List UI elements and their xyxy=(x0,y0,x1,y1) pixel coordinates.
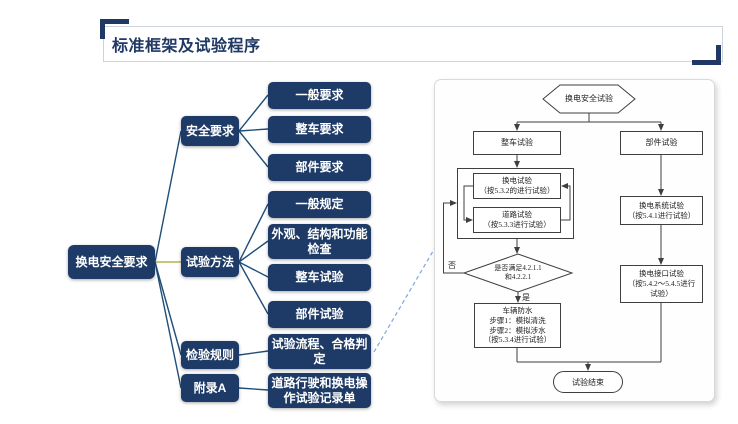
flow-box-component-test: 部件试验 xyxy=(620,131,703,155)
flow-decision-label: 是否满足4.2.1.1 和4.2.2.1 xyxy=(494,263,542,281)
section-title: 标准框架及试验程序 xyxy=(112,38,261,55)
flowchart-panel xyxy=(434,79,715,402)
dashed-connector xyxy=(373,245,437,353)
flow-label-yes: 是 xyxy=(522,293,530,302)
corner-bracket-bottom-right-icon xyxy=(692,45,721,65)
leaf-node-vehicle-requirements: 整车要求 xyxy=(268,116,371,143)
branch-node-appendix-a: 附录A xyxy=(181,374,239,402)
flow-end-oval: 试验结束 xyxy=(553,371,623,393)
leaf-node-vehicle-test: 整车试验 xyxy=(268,264,371,291)
flow-box-swap-system-test: 换电系统试验 （按5.4.1进行试验） xyxy=(620,196,703,225)
branch-node-safety-requirements: 安全要求 xyxy=(181,116,239,146)
leaf-node-record-sheet: 道路行驶和换电操作试验记录单 xyxy=(268,373,371,408)
branch-node-test-methods: 试验方法 xyxy=(181,247,239,277)
root-node: 换电安全要求 xyxy=(68,245,155,279)
flow-label-no: 否 xyxy=(448,261,456,270)
flow-box-vehicle-test: 整车试验 xyxy=(473,131,561,155)
leaf-node-test-flow-pass-criteria: 试验流程、合格判定 xyxy=(268,334,371,369)
branch-node-inspection-rules: 检验规则 xyxy=(181,341,239,369)
leaf-node-appearance-check: 外观、结构和功能检查 xyxy=(268,224,371,259)
section-header-box xyxy=(103,26,723,62)
leaf-node-general-requirements: 一般要求 xyxy=(268,82,371,109)
flow-box-road-test: 道路试验 （按5.3.3进行试验） xyxy=(473,207,561,233)
corner-bracket-top-left-icon xyxy=(100,19,129,39)
flow-box-swap-test: 换电试验 （按5.3.2的进行试验） xyxy=(473,173,561,199)
flow-box-swap-interface-test: 换电接口试验 （按5.4.2～5.4.5进行 试验） xyxy=(620,265,703,303)
flow-box-waterproof: 车辆防水 步骤1：模拟清洗 步骤2：模拟涉水 （按5.3.4进行试验） xyxy=(474,303,561,348)
leaf-node-component-requirements: 部件要求 xyxy=(268,154,371,181)
leaf-node-component-test: 部件试验 xyxy=(268,301,371,328)
leaf-node-general-provisions: 一般规定 xyxy=(268,191,371,218)
flow-start-label: 换电安全试验 xyxy=(565,93,613,103)
